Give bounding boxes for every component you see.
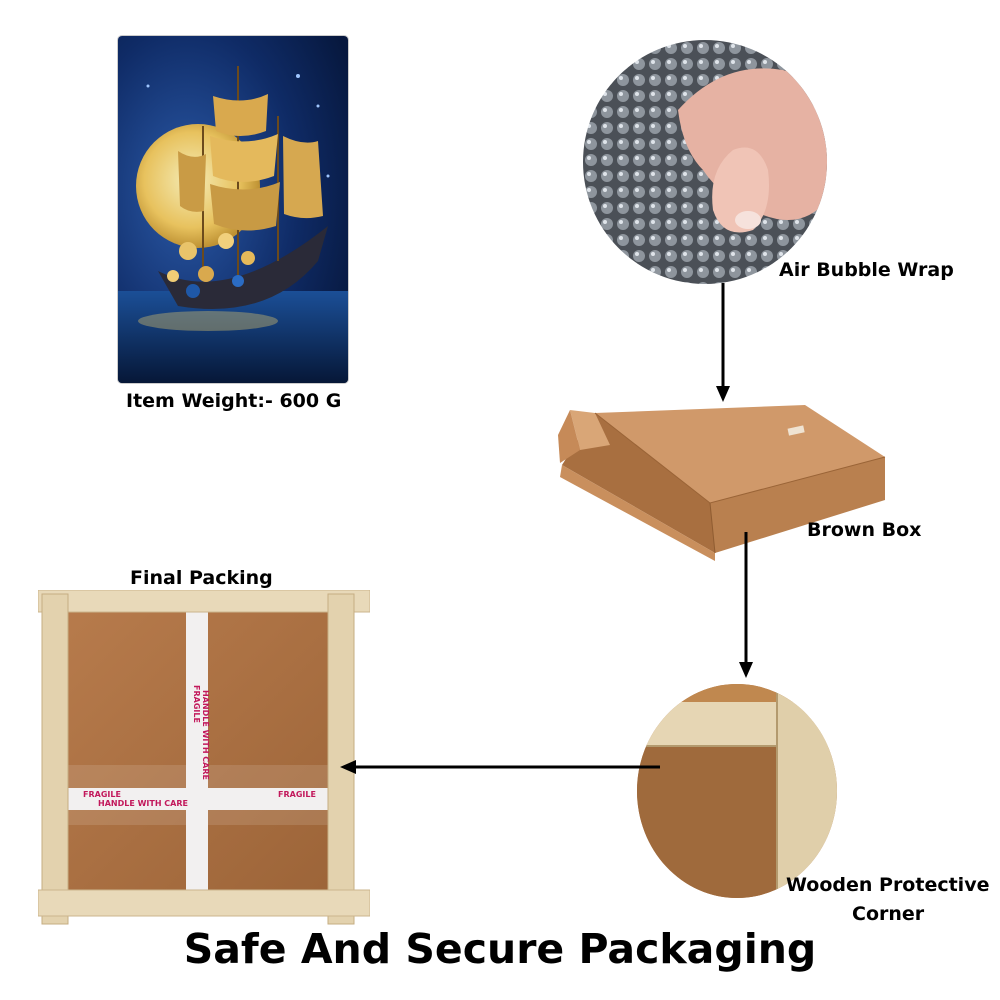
wooden-crate-image: FRAGILE HANDLE WITH CARE FRAGILE HANDLE … bbox=[37, 589, 371, 925]
tape-text-horizontal-2: HANDLE WITH CARE bbox=[98, 799, 188, 808]
final-packing-label: Final Packing bbox=[130, 567, 273, 589]
arrow-down-icon bbox=[716, 386, 730, 402]
brown-box-image bbox=[550, 405, 890, 565]
painting-image bbox=[118, 36, 348, 383]
wooden-corner-label-line2: Corner bbox=[852, 903, 925, 925]
page-title: Safe And Secure Packaging bbox=[183, 925, 817, 973]
tape-text-vertical-2: HANDLE WITH CARE bbox=[201, 690, 210, 780]
wooden-corner-image bbox=[637, 684, 837, 898]
bubble-wrap-image bbox=[583, 40, 827, 284]
bubble-wrap-label: Air Bubble Wrap bbox=[779, 259, 954, 281]
arrow-down-icon bbox=[739, 662, 753, 678]
item-weight-label: Item Weight:- 600 G bbox=[126, 390, 342, 412]
tape-text-horizontal-1: FRAGILE bbox=[83, 790, 121, 799]
brown-box-label: Brown Box bbox=[807, 519, 922, 541]
tape-text-horizontal-3: FRAGILE bbox=[278, 790, 316, 799]
tape-text-vertical-1: FRAGILE bbox=[192, 685, 201, 723]
wooden-corner-label-line1: Wooden Protective bbox=[786, 874, 990, 896]
